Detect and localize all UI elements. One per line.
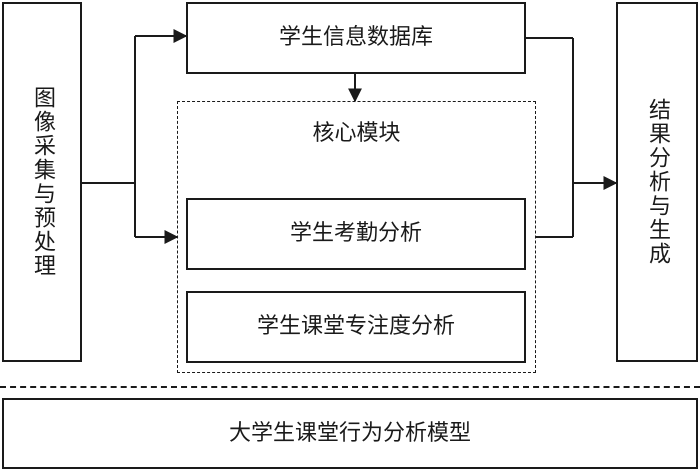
node-attention-analysis-label: 学生课堂专注度分析 bbox=[256, 314, 455, 339]
node-image-acquisition-label: 图像采集与预处理 bbox=[30, 86, 55, 278]
node-image-acquisition: 图像采集与预处理 bbox=[2, 2, 82, 362]
model-title-box: 大学生课堂行为分析模型 bbox=[2, 398, 698, 469]
core-module-title: 核心模块 bbox=[177, 123, 536, 145]
node-attendance-analysis-label: 学生考勤分析 bbox=[289, 221, 422, 246]
node-student-database: 学生信息数据库 bbox=[186, 2, 526, 74]
node-attention-analysis: 学生课堂专注度分析 bbox=[186, 291, 526, 363]
node-student-database-label: 学生信息数据库 bbox=[278, 25, 433, 50]
node-result-generation: 结果分析与生成 bbox=[616, 2, 698, 362]
model-title-label: 大学生课堂行为分析模型 bbox=[228, 420, 471, 446]
section-divider bbox=[0, 386, 700, 388]
node-result-generation-label: 结果分析与生成 bbox=[645, 98, 670, 266]
core-module-frame bbox=[177, 101, 536, 373]
core-module-title-label: 核心模块 bbox=[312, 121, 401, 146]
node-attendance-analysis: 学生考勤分析 bbox=[186, 198, 526, 270]
